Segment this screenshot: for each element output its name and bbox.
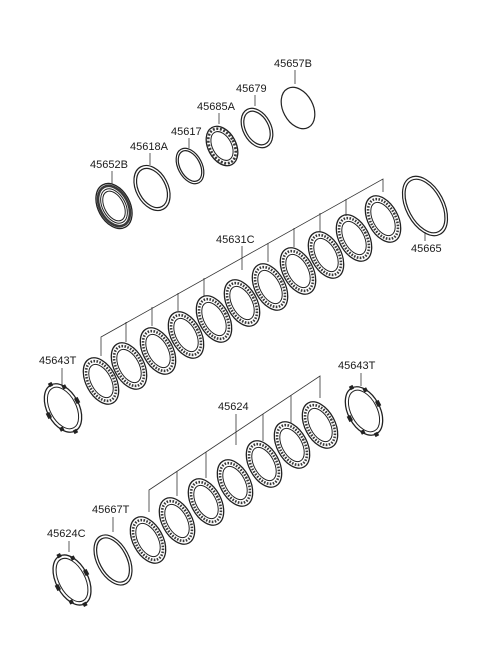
- plate-45667T: [93, 534, 133, 586]
- label-45643T-right: 45643T: [338, 360, 376, 372]
- label-45624C: 45624C: [47, 528, 86, 540]
- plate-45643T-right: [344, 384, 384, 438]
- leader-45631C-ticks: [125, 199, 347, 342]
- plate-45667T-group: [93, 517, 133, 586]
- plate-45643T-left-group: [43, 368, 83, 435]
- discs-45631C-group: [82, 178, 402, 405]
- part-labels: 45657B 45679 45685A 45617 45618A 45652B …: [39, 58, 442, 540]
- disc-45624-6: [273, 421, 311, 469]
- disc-45631C-5: [195, 295, 233, 343]
- ring-45618A: [133, 164, 171, 212]
- ring-45679: [240, 107, 274, 149]
- label-45685A: 45685A: [197, 101, 236, 113]
- disc-45631C-8: [279, 247, 317, 295]
- disc-45624-2: [158, 497, 196, 545]
- label-45665: 45665: [411, 243, 442, 255]
- ring-45657B: [280, 86, 316, 130]
- label-45618A: 45618A: [130, 141, 169, 153]
- drum-45652B: [95, 182, 133, 230]
- ring-45685A: [205, 125, 239, 167]
- ring-45665: [401, 175, 449, 237]
- disc-45631C-10: [335, 214, 373, 262]
- label-45679: 45679: [236, 83, 267, 95]
- disc-45631C-9: [307, 231, 345, 279]
- disc-45624-7: [301, 401, 339, 449]
- disc-45624-5: [245, 440, 283, 488]
- discs-45624-group: [129, 375, 339, 564]
- plate-45624C-group: [52, 541, 92, 607]
- plate-45624C: [52, 553, 92, 607]
- label-45643T-left: 45643T: [39, 355, 77, 367]
- label-45631C: 45631C: [216, 234, 255, 246]
- leader-45624-ticks: [176, 395, 292, 496]
- plate-45643T-left: [43, 381, 83, 435]
- label-45617: 45617: [171, 126, 202, 138]
- disc-45624-1: [129, 516, 167, 564]
- disc-45624-3: [187, 478, 225, 526]
- leader-45624-bracket: [148, 375, 321, 512]
- label-45657B: 45657B: [274, 58, 312, 70]
- disc-45631C-4: [167, 311, 205, 359]
- label-45624: 45624: [218, 401, 249, 413]
- disc-45631C-1: [82, 357, 120, 405]
- disc-45624-4: [216, 459, 254, 507]
- disc-45631C-2: [110, 342, 148, 390]
- plate-45643T-right-group: [344, 373, 384, 438]
- top-parts-group: [95, 70, 449, 241]
- label-45667T: 45667T: [92, 504, 130, 516]
- disc-45631C-7: [251, 263, 289, 311]
- disc-45631C-3: [139, 327, 177, 375]
- disc-45631C-6: [223, 279, 261, 327]
- label-45652B: 45652B: [90, 159, 128, 171]
- disc-45631C-11: [364, 195, 402, 243]
- ring-45617: [175, 147, 205, 185]
